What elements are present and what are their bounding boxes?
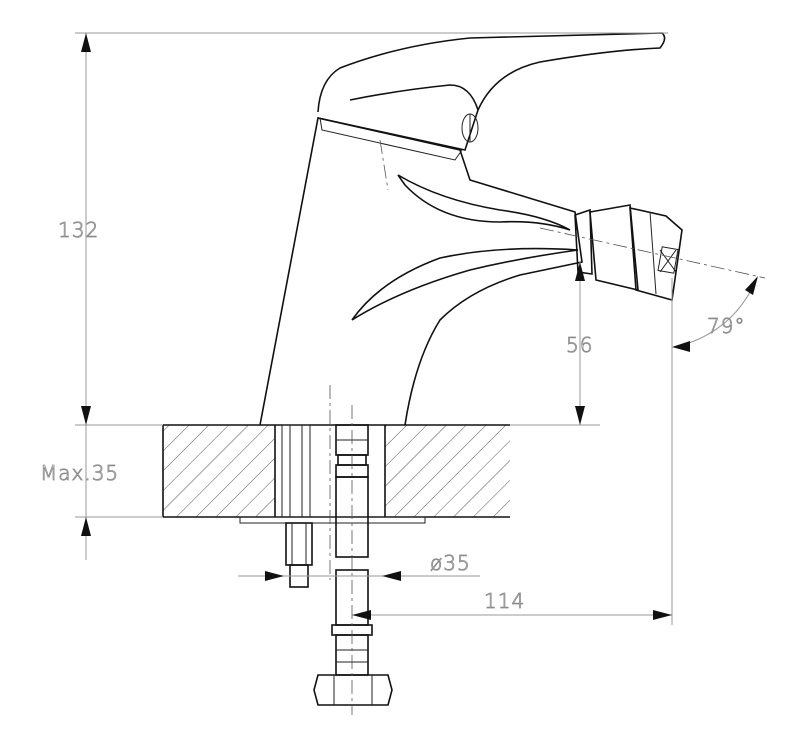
dimension-114-label: 114 — [484, 589, 525, 613]
dimension-deck-thickness: Max.35 — [40, 424, 163, 560]
dimension-35-diameter-label: ø35 — [430, 551, 471, 575]
dimension-56-label: 56 — [566, 333, 593, 357]
dimension-max35-label: Max.35 — [40, 461, 119, 485]
faucet-body — [259, 32, 666, 426]
dimension-overall-height: 132 — [58, 32, 668, 425]
dimension-angle: 79° — [671, 276, 758, 625]
flexible-hose — [313, 424, 393, 706]
spray-nozzle — [574, 204, 683, 302]
fixing-stud — [281, 424, 313, 588]
dimension-hole-diameter: ø35 — [238, 551, 480, 581]
countertop-section — [162, 424, 510, 524]
dimension-132-label: 132 — [58, 218, 99, 242]
dimension-reach: 114 — [352, 589, 672, 620]
center-lines — [329, 139, 766, 715]
dimension-79-label: 79° — [707, 314, 745, 338]
dimension-spout-height: 56 — [510, 262, 600, 426]
